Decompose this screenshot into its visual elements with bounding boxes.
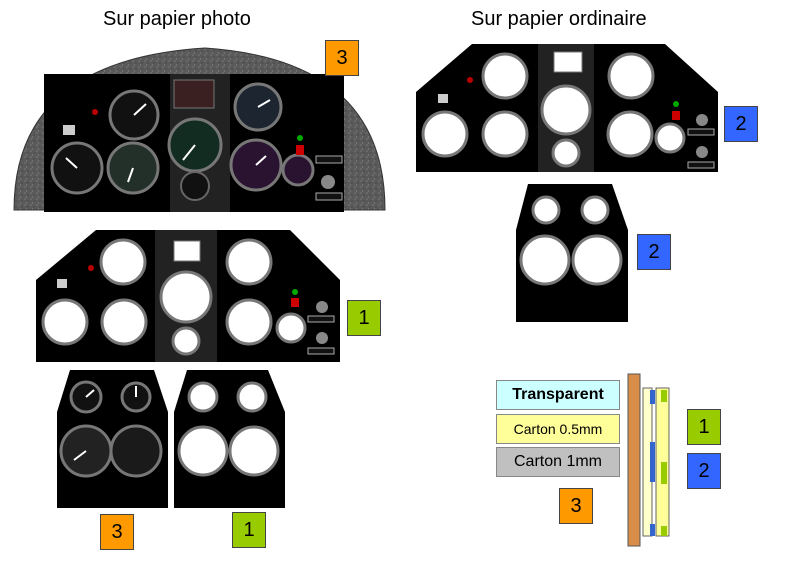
legend-carton-05mm: Carton 0.5mm: [496, 414, 620, 444]
badge-legend-2: 2: [687, 453, 721, 489]
legend-transparent: Transparent: [496, 380, 620, 410]
badge-middle-lower: 1: [232, 512, 266, 548]
legend-carton-1mm: Carton 1mm: [496, 447, 620, 477]
title-ordinary-paper: Sur papier ordinaire: [471, 8, 647, 30]
badge-legend-1: 1: [687, 409, 721, 445]
title-photo-paper: Sur papier photo: [103, 8, 251, 30]
badge-ordinary-main: 2: [724, 106, 758, 142]
badge-photo-main: 3: [325, 40, 359, 76]
badge-ordinary-lower: 2: [637, 234, 671, 270]
badge-legend-3: 3: [559, 488, 593, 524]
badge-photo-lower: 3: [100, 514, 134, 550]
badge-middle-main: 1: [347, 300, 381, 336]
